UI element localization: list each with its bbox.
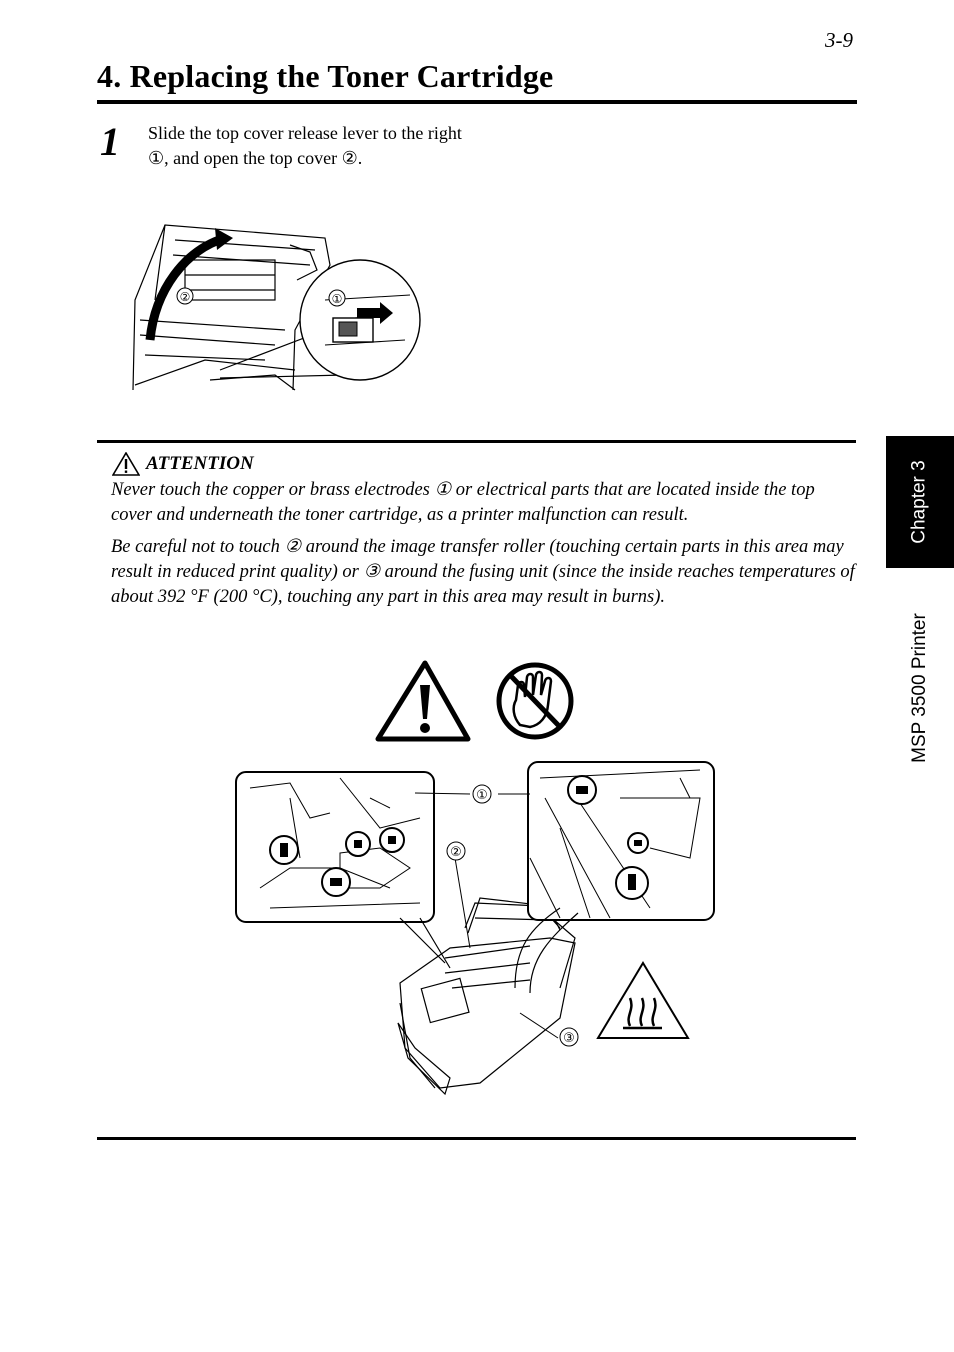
- attention-top-rule: [97, 440, 856, 443]
- page-number: 3-9: [825, 28, 853, 52]
- warning-triangle-icon: [112, 452, 140, 476]
- callout-3-printer-label: ③: [563, 1031, 575, 1046]
- attention-paragraph-1: Never touch the copper or brass electrod…: [111, 480, 815, 525]
- step-number: 1: [100, 119, 120, 164]
- electrode-highlight-circles: [269, 827, 405, 897]
- callout-2-cover: [176, 287, 194, 305]
- chapter-tab-label: Chapter 3: [886, 436, 954, 568]
- attention-paragraph-2: Be careful not to touch ② around the ima…: [111, 537, 855, 607]
- callout-1-cover: [328, 289, 346, 307]
- attention-heading: ATTENTION: [112, 452, 254, 476]
- product-name: MSP 3500 Printer: [886, 588, 954, 788]
- right-detail-panel: [527, 761, 715, 921]
- attention-bottom-rule: [97, 1137, 856, 1140]
- callout-2-printer-label: ②: [450, 845, 462, 860]
- callout-2-printer: [446, 841, 466, 861]
- warning-symbols: [375, 660, 574, 742]
- no-touch-icon: [496, 662, 574, 740]
- callout-3-printer: [559, 1027, 579, 1047]
- hot-surface-icon: [596, 961, 690, 1039]
- attention-label: ATTENTION: [146, 453, 254, 474]
- product-label: MSP 3500 Printer: [909, 613, 930, 763]
- left-detail-panel: [235, 771, 435, 923]
- callout-1-printer-label: ①: [476, 788, 488, 803]
- slide-arrow-icon: [357, 302, 393, 324]
- callout-1-label: ①: [332, 292, 343, 306]
- caution-triangle-icon: [375, 660, 471, 742]
- top-cover-illustration: ② ①: [132, 224, 421, 391]
- title-rule: [97, 100, 857, 104]
- chapter-tab: [886, 436, 954, 568]
- callout-2-label: ②: [180, 290, 191, 304]
- chapter-label: Chapter 3: [909, 460, 931, 544]
- step-text: Slide the top cover release lever to the…: [148, 123, 462, 168]
- callout-1-printer: [472, 784, 492, 804]
- page-title: 4. Replacing the Toner Cartridge: [97, 58, 554, 94]
- printer-interior-illustration: ① ② ③: [235, 761, 715, 1096]
